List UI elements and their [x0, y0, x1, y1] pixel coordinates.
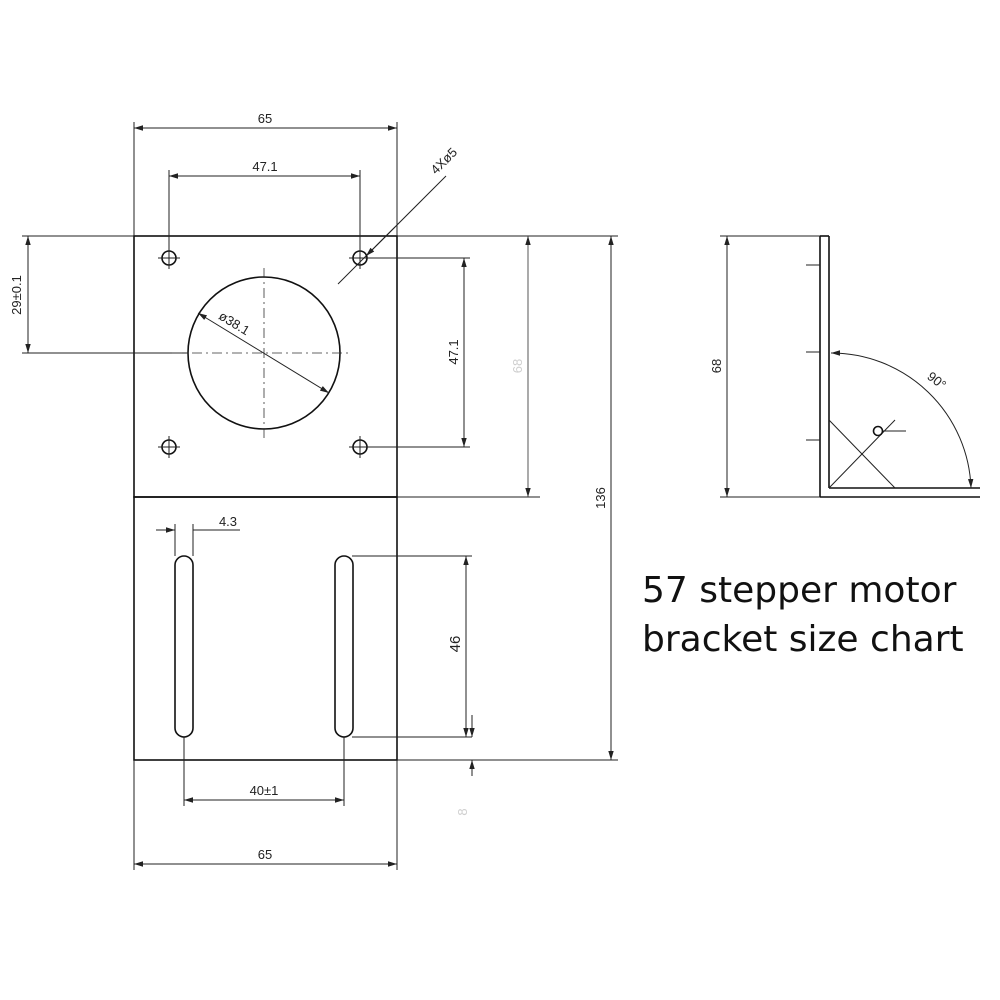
caption-line-2: bracket size chart	[642, 619, 964, 660]
angle-arc	[830, 350, 974, 489]
upper-plate-outline	[133, 235, 398, 498]
lower-plate-outline	[133, 496, 398, 761]
leader-arrow-holes	[365, 226, 396, 257]
mounting-hole	[349, 436, 371, 458]
dim-faint-bottom: 8	[455, 808, 470, 815]
dim-line-bore-dia	[197, 312, 330, 394]
caption: 57 stepper motor bracket size chart	[642, 566, 964, 664]
caption-line-1: 57 stepper motor	[642, 570, 957, 611]
dim-bore-height: 29±0.1	[9, 275, 24, 315]
slot-right	[334, 555, 354, 738]
mounting-hole	[158, 247, 180, 269]
dim-hole-spacing-h: 47.1	[252, 159, 277, 174]
dim-slot-length: 46	[447, 636, 464, 653]
dim-side-height: 68	[709, 359, 724, 373]
dim-faint-height: 68	[510, 359, 525, 373]
dim-hole-spacing-v: 47.1	[446, 339, 461, 364]
dim-slot-width: 4.3	[219, 514, 237, 529]
pivot-hole	[872, 425, 884, 437]
dim-holes: 4Xø5	[428, 145, 461, 178]
dim-width-top: 65	[258, 111, 272, 126]
dim-bore-dia: ø38.1	[216, 308, 252, 338]
front-view: 65 47.1 4Xø5 29±0.1 ø38.1 47.1 68 136 4.…	[9, 111, 618, 870]
mounting-hole	[158, 436, 180, 458]
slot-left	[174, 555, 194, 738]
side-view: 68 90°	[709, 235, 980, 498]
mounting-hole	[349, 247, 371, 269]
dim-slot-spacing: 40±1	[250, 783, 279, 798]
dim-width-bottom: 65	[258, 847, 272, 862]
dim-total-height: 136	[593, 487, 608, 509]
dim-angle: 90°	[924, 368, 949, 392]
